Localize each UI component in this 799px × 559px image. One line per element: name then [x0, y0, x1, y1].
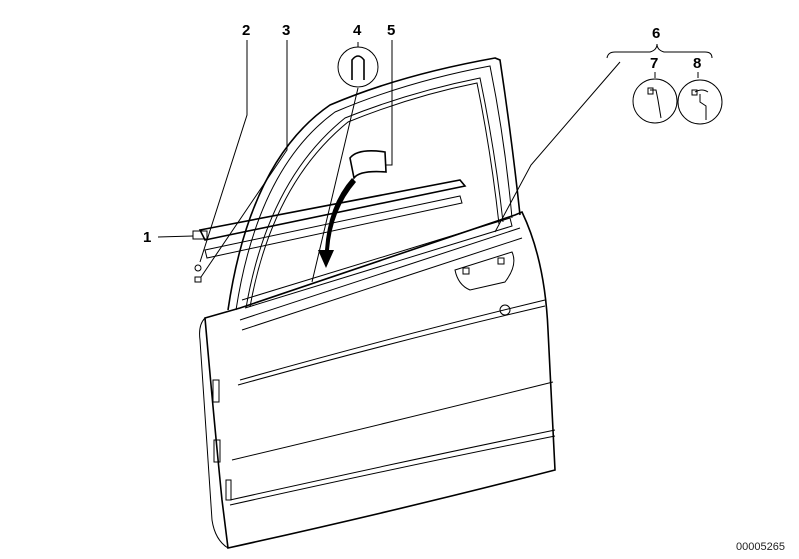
arrow-icon	[318, 178, 356, 268]
detail-circle-7	[632, 78, 678, 124]
callout-4[interactable]: 4	[353, 22, 362, 39]
callout-7[interactable]: 7	[650, 55, 659, 72]
door-panel	[199, 210, 556, 549]
leader-lines	[157, 40, 713, 283]
detail-circle-4	[337, 46, 379, 88]
callout-5[interactable]: 5	[387, 22, 396, 39]
door-handle	[454, 251, 515, 291]
clip-part-5	[349, 150, 387, 180]
window-frame	[227, 57, 521, 311]
fasteners	[192, 230, 208, 283]
callout-1[interactable]: 1	[143, 229, 152, 246]
callout-3[interactable]: 3	[282, 22, 291, 39]
callout-2[interactable]: 2	[242, 22, 251, 39]
callout-6[interactable]: 6	[652, 25, 661, 42]
diagram-code: 00005265	[736, 541, 785, 553]
weatherstrips	[198, 179, 513, 309]
callout-8[interactable]: 8	[693, 55, 702, 72]
lock-cylinder	[499, 304, 511, 316]
detail-circle-8	[677, 79, 723, 125]
